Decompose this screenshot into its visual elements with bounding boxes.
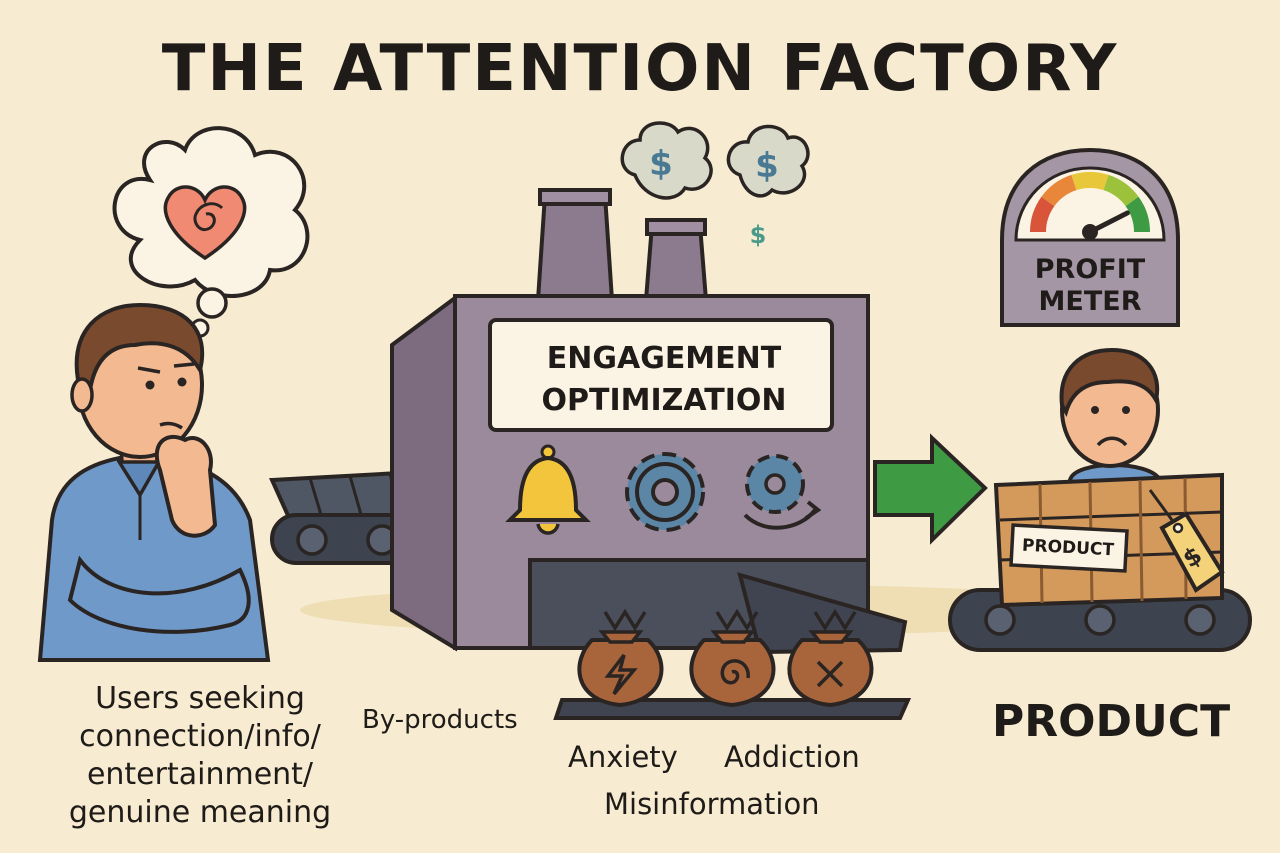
misinformation-bag [787,608,874,708]
smoke-dollar-2: $ [755,146,779,186]
machine-sign-line-1: ENGAGEMENT [546,341,782,376]
users-label-line-1: Users seeking [95,681,305,716]
users-label: Users seeking connection/info/ entertain… [40,680,360,832]
bell-icon [505,444,591,535]
meter-label: PROFIT METER [1002,254,1178,318]
anxiety-bag [577,608,664,708]
heart-icon [163,185,247,261]
smoke-dollar-1: $ [649,144,673,184]
misinformation-label: Misinformation [604,787,820,821]
addiction-label: Addiction [724,740,860,774]
money-smoke [620,121,810,200]
users-label-line-3: entertainment/ [86,757,314,792]
flow-arrow [873,433,988,545]
factory-machine [390,294,908,655]
price-tag-icon [1148,489,1225,593]
meter-segment [1125,196,1150,233]
meter-label-line-1: PROFIT [1034,254,1146,285]
thought-bubble [112,126,310,338]
smokestacks [535,188,709,302]
addiction-bag [689,608,776,708]
profit-meter [1000,147,1180,327]
meter-label-line-2: METER [1038,286,1142,317]
users-label-line-4: genuine meaning [68,795,332,830]
smoke-dollar-3: $ [750,221,767,249]
users-label-line-2: connection/info/ [79,719,321,754]
meter-segment [1041,174,1077,207]
product-label: PRODUCT [992,696,1231,747]
machine-sign: ENGAGEMENT OPTIMIZATION [500,338,828,422]
product-crate [993,472,1224,608]
meter-segment [1103,174,1139,207]
meter-segment [1071,172,1109,191]
cycle-gear-icon [743,454,822,530]
machine-sign-line-2: OPTIMIZATION [541,383,787,418]
user-figure [37,302,271,662]
byproducts-label: By-products [362,705,518,735]
gear-icon [625,452,705,532]
anxiety-label: Anxiety [568,740,678,774]
page-title: THE ATTENTION FACTORY [161,32,1119,106]
meter-segment [1030,196,1055,233]
